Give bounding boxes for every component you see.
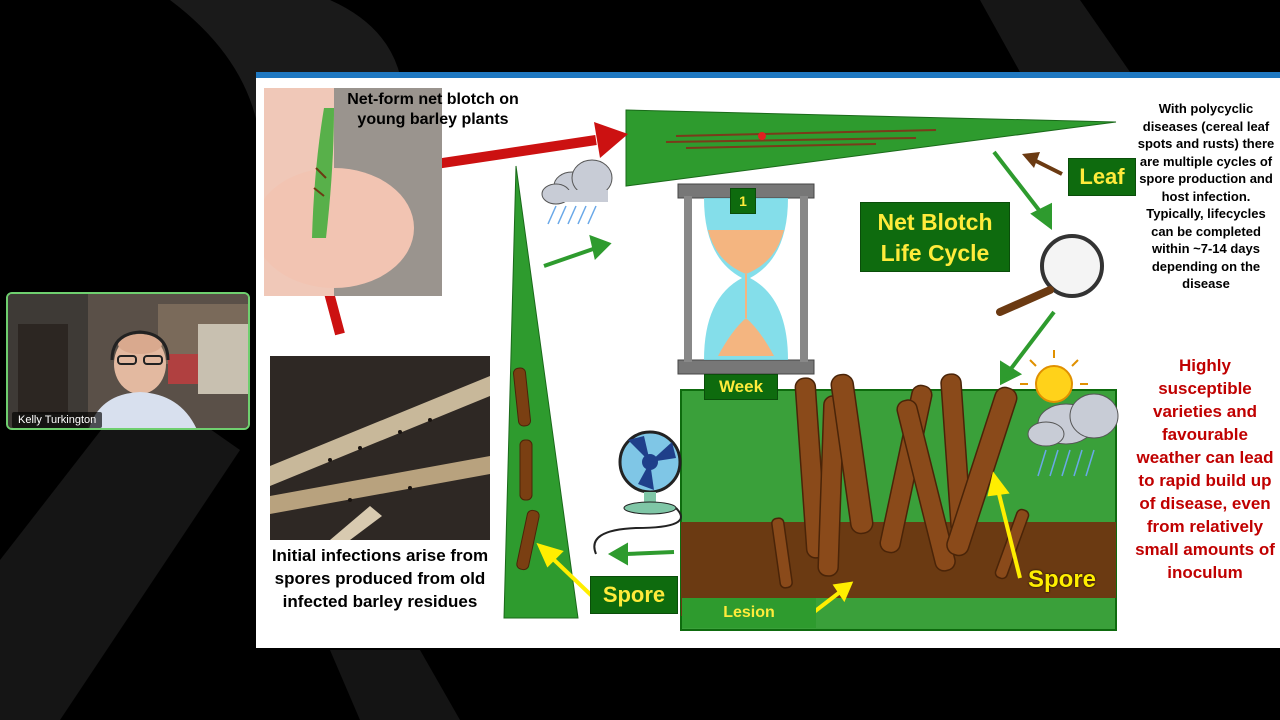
rain-cloud-icon [541,159,613,225]
lesion-label: Lesion [682,598,816,628]
green-arrows [543,150,1056,566]
lesion-spot [758,132,766,140]
yellow-arrows [536,471,1022,614]
week-label: Week [704,374,778,400]
presenter-video-image [8,294,248,428]
spore-label-right: Spore [1027,566,1096,593]
brown-arrow [1022,152,1063,176]
fan-icon [593,430,682,555]
sun-cloud-icon [1020,350,1119,477]
tall-leaf [503,165,579,619]
life-cycle-diagram [306,109,1119,631]
presenter-name-tag: Kelly Turkington [12,412,103,428]
leaf-label: Leaf [1068,158,1136,196]
diagram-title: Net Blotch Life Cycle [860,202,1010,272]
leaf-photo [264,88,442,296]
presenter-video-tile[interactable] [6,292,250,430]
shared-slide: Net-form net blotch on young barley plan… [256,72,1280,648]
warning-note: Highly susceptible varieties and favoura… [1135,356,1275,582]
spore-label-left: Spore [590,576,678,614]
side-note: With polycyclic diseases (cereal leaf sp… [1137,101,1275,291]
hourglass-number: 1 [730,188,756,214]
magnifier-icon [996,234,1104,316]
residue-photo [270,356,490,540]
caption-top: Net-form net blotch on young barley plan… [347,91,519,128]
caption-bottom: Initial infections arise from spores pro… [271,546,489,611]
hourglass-graphic [677,183,815,375]
leaf-triangle [625,109,1117,187]
